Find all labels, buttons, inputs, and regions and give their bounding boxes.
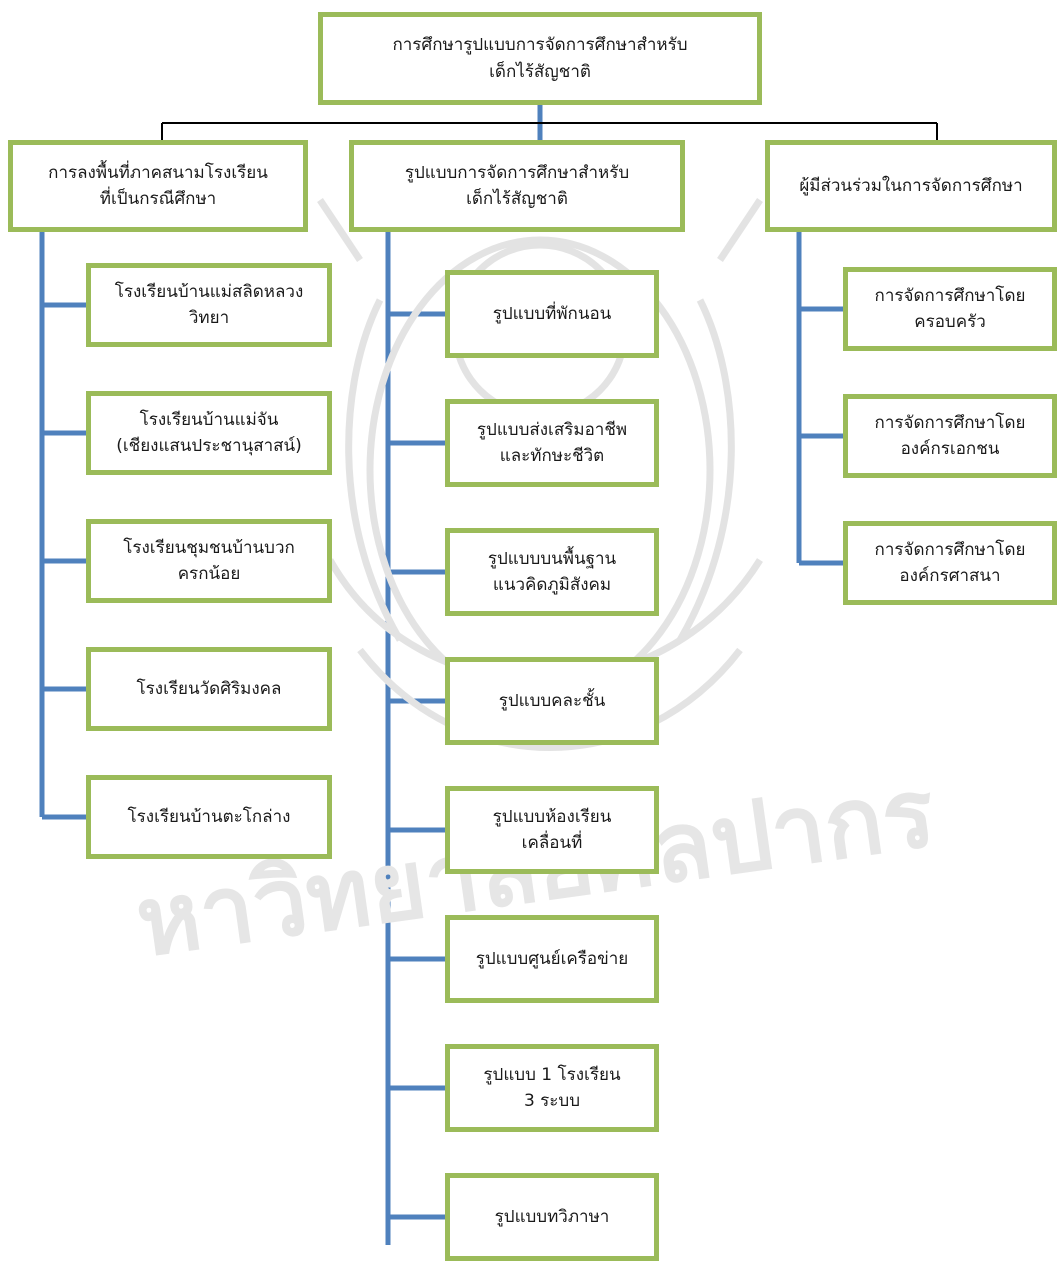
branch-2-item-6: รูปแบบศูนย์เครือข่าย (445, 915, 659, 1003)
branch-1-item-5-label: โรงเรียนบ้านตะโกล่าง (127, 806, 291, 827)
branch-3-item-3: การจัดการศึกษาโดย องค์กรศาสนา (843, 521, 1057, 605)
branch-box-3: ผู้มีส่วนร่วมในการจัดการศึกษา (765, 140, 1057, 232)
branch-2-item-4: รูปแบบคละชั้น (445, 657, 659, 745)
branch-1-item-4: โรงเรียนวัดศิริมงคล (86, 647, 332, 731)
branch-2-item-8: รูปแบบทวิภาษา (445, 1173, 659, 1261)
branch-2-item-1: รูปแบบที่พักนอน (445, 270, 659, 358)
root-box-label: การศึกษารูปแบบการจัดการศึกษาสำหรับ เด็กไ… (392, 35, 688, 82)
branch-box-2-label: รูปแบบการจัดการศึกษาสำหรับ เด็กไร้สัญชาต… (404, 162, 630, 209)
branch-box-2: รูปแบบการจัดการศึกษาสำหรับ เด็กไร้สัญชาต… (349, 140, 685, 232)
branch-3-item-3-label: การจัดการศึกษาโดย องค์กรศาสนา (874, 539, 1026, 586)
branch-3-item-1: การจัดการศึกษาโดย ครอบครัว (843, 267, 1057, 351)
branch-3-item-1-label: การจัดการศึกษาโดย ครอบครัว (874, 285, 1026, 332)
root-box: การศึกษารูปแบบการจัดการศึกษาสำหรับ เด็กไ… (318, 12, 762, 105)
branch-1-item-1: โรงเรียนบ้านแม่สลิดหลวง วิทยา (86, 263, 332, 347)
branch-1-item-3-label: โรงเรียนชุมชนบ้านบวก ครกน้อย (123, 537, 295, 584)
branch-3-item-2: การจัดการศึกษาโดย องค์กรเอกชน (843, 394, 1057, 478)
branch-2-item-7: รูปแบบ 1 โรงเรียน 3 ระบบ (445, 1044, 659, 1132)
branch-2-item-7-label: รูปแบบ 1 โรงเรียน 3 ระบบ (483, 1064, 621, 1111)
branch-2-item-6-label: รูปแบบศูนย์เครือข่าย (475, 948, 629, 969)
branch-2-item-3: รูปแบบบนพื้นฐาน แนวคิดภูมิสังคม (445, 528, 659, 616)
branch-2-item-4-label: รูปแบบคละชั้น (498, 690, 606, 711)
branch-1-item-4-label: โรงเรียนวัดศิริมงคล (136, 678, 282, 699)
branch-2-item-3-label: รูปแบบบนพื้นฐาน แนวคิดภูมิสังคม (487, 548, 617, 595)
branch-box-3-label: ผู้มีส่วนร่วมในการจัดการศึกษา (799, 175, 1023, 196)
branch-1-item-5: โรงเรียนบ้านตะโกล่าง (86, 775, 332, 859)
branch-2-item-5: รูปแบบห้องเรียน เคลื่อนที่ (445, 786, 659, 874)
branch-box-1: การลงพื้นที่ภาคสนามโรงเรียน ที่เป็นกรณีศ… (8, 140, 308, 232)
branch-2-item-5-label: รูปแบบห้องเรียน เคลื่อนที่ (492, 806, 612, 853)
branch-1-item-2: โรงเรียนบ้านแม่จัน (เชียงแสนประชานุสาสน์… (86, 391, 332, 475)
branch-1-item-3: โรงเรียนชุมชนบ้านบวก ครกน้อย (86, 519, 332, 603)
branch-2-item-2: รูปแบบส่งเสริมอาชีพ และทักษะชีวิต (445, 399, 659, 487)
branch-2-item-1-label: รูปแบบที่พักนอน (492, 303, 612, 324)
branch-2-item-8-label: รูปแบบทวิภาษา (494, 1206, 610, 1227)
branch-1-item-1-label: โรงเรียนบ้านแม่สลิดหลวง วิทยา (114, 281, 304, 328)
branch-2-item-2-label: รูปแบบส่งเสริมอาชีพ และทักษะชีวิต (476, 419, 628, 466)
branch-box-1-label: การลงพื้นที่ภาคสนามโรงเรียน ที่เป็นกรณีศ… (48, 162, 268, 209)
branch-3-item-2-label: การจัดการศึกษาโดย องค์กรเอกชน (874, 412, 1026, 459)
branch-1-item-2-label: โรงเรียนบ้านแม่จัน (เชียงแสนประชานุสาสน์… (116, 409, 302, 456)
